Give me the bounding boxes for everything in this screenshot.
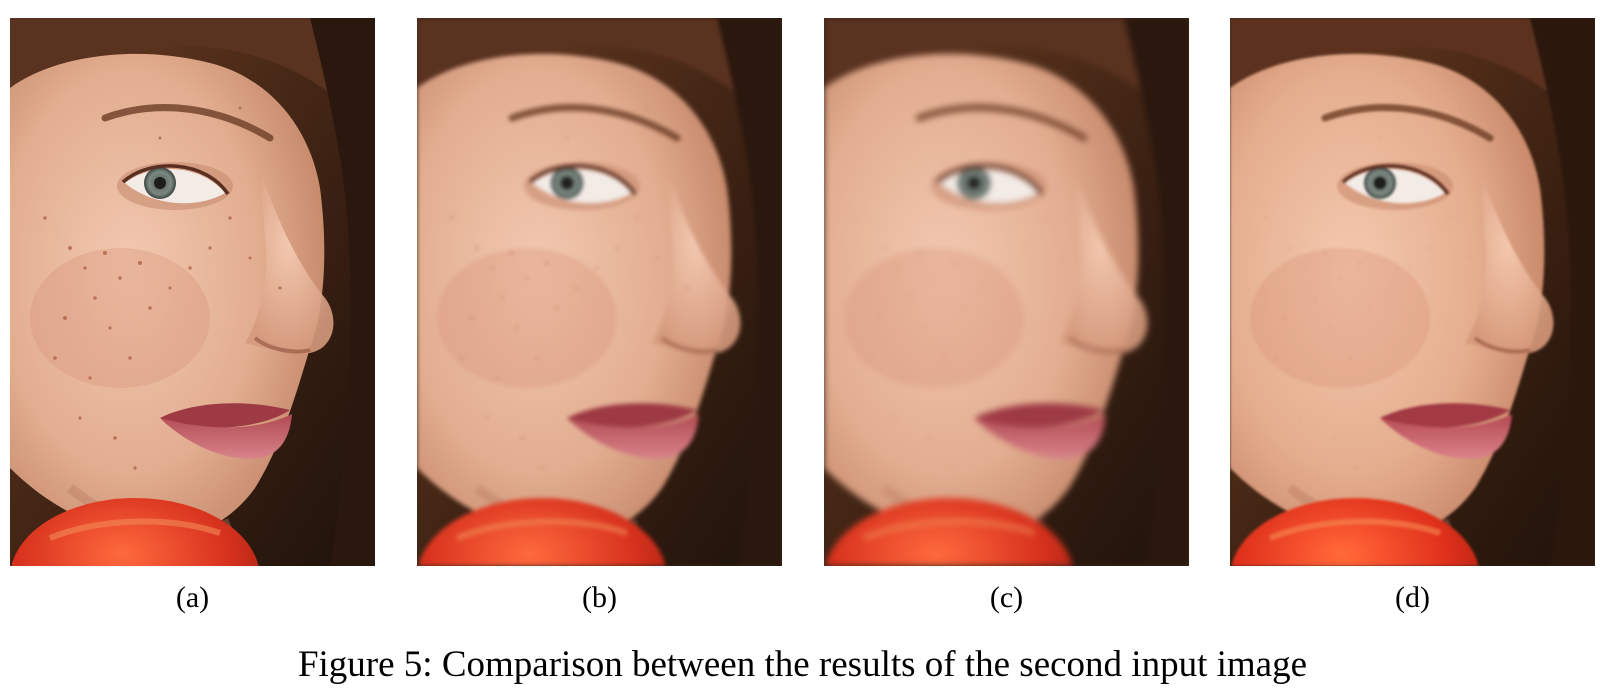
figure-panels: (a) (b) (c) (d)	[10, 18, 1595, 614]
portrait-result-c-image	[824, 18, 1189, 566]
panel-c-label: (c)	[989, 581, 1024, 614]
panel-c-image	[824, 18, 1189, 566]
portrait-result-b-image	[417, 18, 782, 566]
panel-b-label: (b)	[582, 581, 617, 614]
panel-a-label: (a)	[175, 581, 210, 614]
panel-a-image	[10, 18, 375, 566]
figure-caption: Figure 5: Comparison between the results…	[297, 644, 1308, 685]
portrait-result-d-image	[1230, 18, 1595, 566]
panel-d-label: (d)	[1395, 581, 1430, 614]
panel-b-image	[417, 18, 782, 566]
panel-d-image	[1230, 18, 1595, 566]
portrait-original-image	[10, 18, 375, 566]
